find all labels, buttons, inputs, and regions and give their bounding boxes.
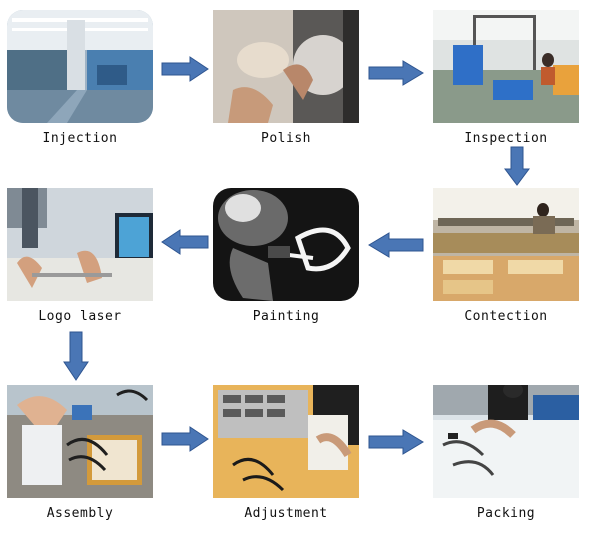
step-injection: Injection xyxy=(0,10,160,146)
contection-photo xyxy=(433,188,579,301)
step-assembly: Assembly xyxy=(0,385,160,521)
step-adjustment: Adjustment xyxy=(206,385,366,521)
step-label: Painting xyxy=(252,309,320,324)
step-label: Packing xyxy=(476,506,536,521)
arrow-right-icon xyxy=(160,425,210,453)
arrow-right-icon xyxy=(367,59,425,87)
painting-photo xyxy=(213,188,359,301)
arrow-left-icon xyxy=(160,228,210,256)
step-label: Logo laser xyxy=(38,309,122,324)
arrow-down-icon xyxy=(62,330,90,382)
step-label: Inspection xyxy=(464,131,548,146)
adjustment-photo xyxy=(213,385,359,498)
step-label: Assembly xyxy=(46,506,114,521)
step-label: Polish xyxy=(261,131,311,146)
step-contection: Contection xyxy=(426,188,586,324)
step-polish: Polish xyxy=(206,10,366,146)
step-logo-laser: Logo laser xyxy=(0,188,160,324)
inspection-photo xyxy=(433,10,579,123)
step-painting: Painting xyxy=(206,188,366,324)
packing-photo xyxy=(433,385,579,498)
assembly-photo xyxy=(7,385,153,498)
step-label: Contection xyxy=(464,309,548,324)
arrow-right-icon xyxy=(367,428,425,456)
step-label: Injection xyxy=(42,131,118,146)
injection-photo xyxy=(7,10,153,123)
logo-laser-photo xyxy=(7,188,153,301)
step-inspection: Inspection xyxy=(426,10,586,146)
step-packing: Packing xyxy=(426,385,586,521)
step-label: Adjustment xyxy=(244,506,328,521)
arrow-down-icon xyxy=(503,145,531,187)
arrow-left-icon xyxy=(367,231,425,259)
arrow-right-icon xyxy=(160,55,210,83)
polish-photo xyxy=(213,10,359,123)
